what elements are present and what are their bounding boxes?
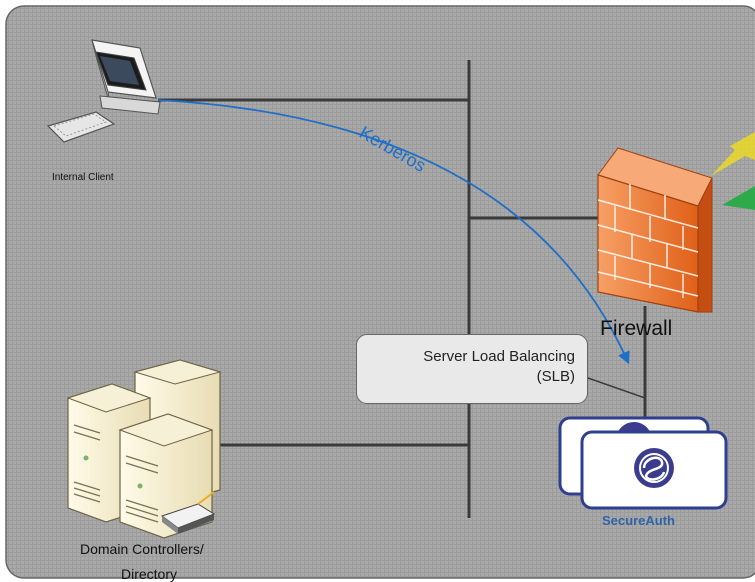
slb-label-line2: (SLB): [536, 368, 575, 385]
computer-icon: [46, 39, 161, 143]
incoming-arrow-yellow: [711, 132, 755, 176]
kerberos-arrow: [157, 99, 630, 365]
network-lines: [158, 60, 647, 518]
firewall-label: Firewall: [600, 317, 673, 340]
internal-client-label: Internal Client: [52, 172, 114, 183]
directory-label: Directory: [121, 566, 178, 582]
secureauth-label: SecureAuth: [602, 513, 675, 528]
server-icon: [66, 359, 222, 539]
domain-controllers-label: Domain Controllers/: [80, 541, 204, 557]
incoming-arrow-green: [722, 186, 755, 210]
firewall-icon: [597, 147, 713, 313]
server-load-balancing-box: Server Load Balancing (SLB): [356, 334, 588, 404]
slb-label-line1: Server Load Balancing: [423, 348, 575, 365]
secureauth-logo-icon: [558, 416, 728, 510]
